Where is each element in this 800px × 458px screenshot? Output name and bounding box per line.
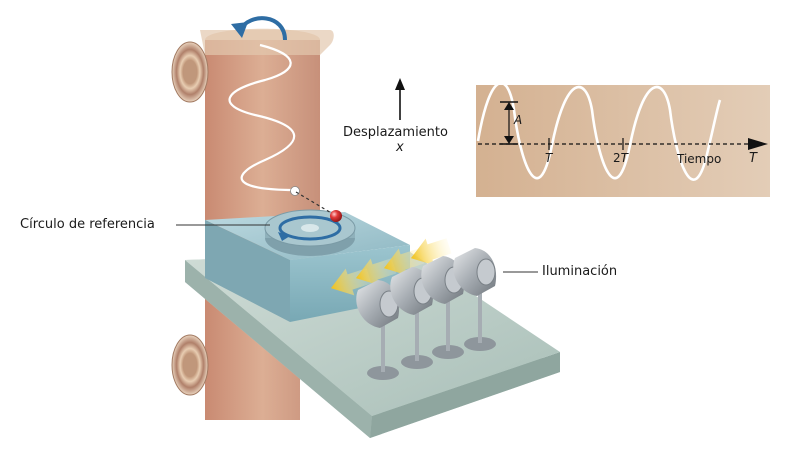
reference-circle-disk [264, 209, 356, 256]
pen-connector [295, 191, 334, 215]
bottom-roll [171, 334, 209, 396]
lamps [356, 248, 497, 380]
rotation-arrow-icon [231, 16, 287, 41]
tick-label-2t-prefix: 2 [613, 151, 621, 165]
time-label: Tiempo [677, 152, 722, 166]
tick-label-2t: 2T [613, 151, 628, 165]
axis-variable-label: T [749, 151, 757, 166]
top-roll [171, 41, 209, 103]
recorded-trace [228, 43, 296, 192]
light-arrows [330, 238, 452, 296]
displacement-arrow-icon [395, 78, 405, 120]
time-axis-arrowhead [748, 138, 768, 150]
displacement-variable: x [396, 140, 404, 155]
displacement-label: Desplazamiento [343, 125, 448, 140]
tick-label-2t-var: T [620, 151, 628, 165]
tick-label-t: T [545, 151, 553, 165]
sine-wave [476, 81, 722, 181]
reference-circle-label: Círculo de referencia [20, 217, 155, 232]
illumination-label: Iluminación [542, 264, 618, 279]
red-ball [330, 210, 342, 222]
amplitude-label: A [514, 113, 523, 127]
graph-panel [476, 81, 770, 197]
